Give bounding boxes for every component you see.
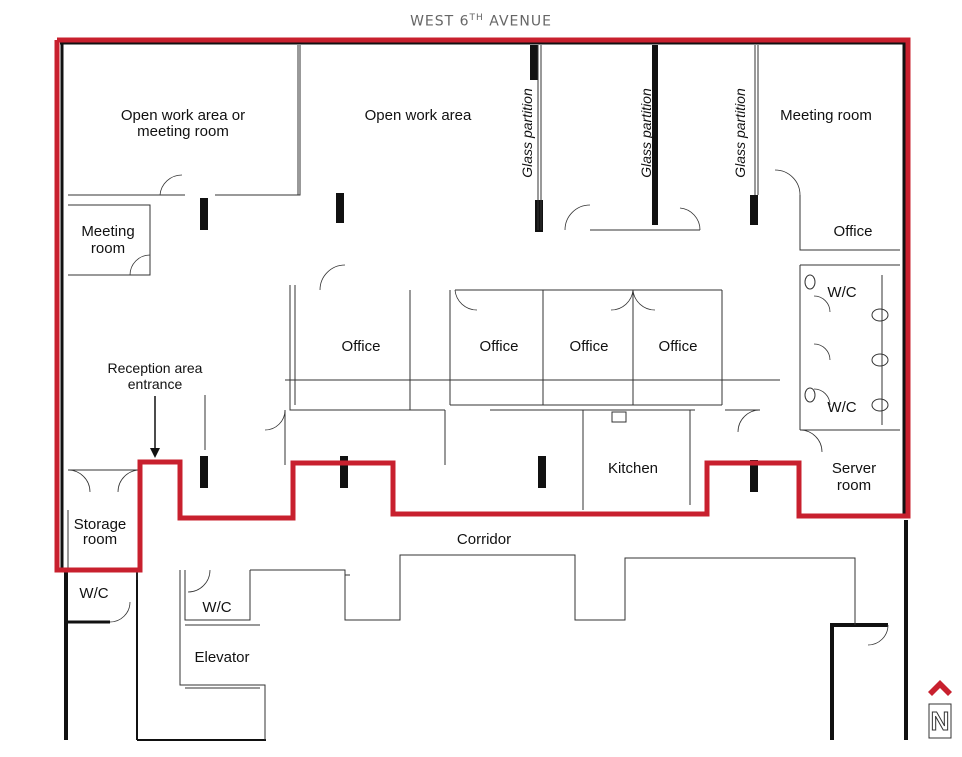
label-server-room-line1: Server (832, 460, 876, 477)
label-glass-partition-1: Glass partition (519, 88, 535, 178)
label-server-room-line2: room (837, 477, 871, 494)
label-open-work-or-meeting-line1: Open work area or (121, 107, 245, 124)
door-swings (67, 169, 889, 646)
label-wc-southwest: W/C (79, 585, 108, 602)
label-office-1: Office (342, 338, 381, 355)
interior-walls (67, 45, 900, 740)
reception-arrow-icon (150, 396, 160, 458)
label-storage-room-line2: room (83, 531, 117, 548)
label-open-work-area: Open work area (365, 107, 472, 124)
label-meeting-room-ne: Meeting room (780, 107, 872, 124)
label-wc-upper: W/C (827, 284, 856, 301)
label-office-3: Office (570, 338, 609, 355)
compass-letter: N (931, 706, 950, 736)
label-elevator: Elevator (194, 649, 249, 666)
label-office-ne: Office (834, 223, 873, 240)
label-meeting-room-w-line2: room (91, 240, 125, 257)
label-wc-core: W/C (202, 599, 231, 616)
label-office-2: Office (480, 338, 519, 355)
north-arrow-icon: N (928, 680, 952, 739)
tenant-outline (54, 37, 911, 573)
label-corridor: Corridor (457, 531, 511, 548)
street-name: WEST 6TH AVENUE (410, 13, 552, 30)
label-meeting-room-w-line1: Meeting (81, 223, 134, 240)
building-walls (60, 41, 908, 741)
label-storage-room-line1: Storage (74, 516, 127, 533)
label-kitchen: Kitchen (608, 460, 658, 477)
label-reception-line2: entrance (128, 376, 183, 392)
room-labels: Open work area or meeting room Open work… (74, 88, 876, 666)
label-open-work-or-meeting-line2: meeting room (137, 123, 229, 140)
structural-columns (200, 45, 758, 492)
label-wc-lower: W/C (827, 399, 856, 416)
label-reception-line1: Reception area (108, 360, 203, 376)
label-office-4: Office (659, 338, 698, 355)
label-glass-partition-2: Glass partition (638, 88, 654, 178)
label-glass-partition-3: Glass partition (732, 88, 748, 178)
wc-fixtures (611, 274, 889, 423)
